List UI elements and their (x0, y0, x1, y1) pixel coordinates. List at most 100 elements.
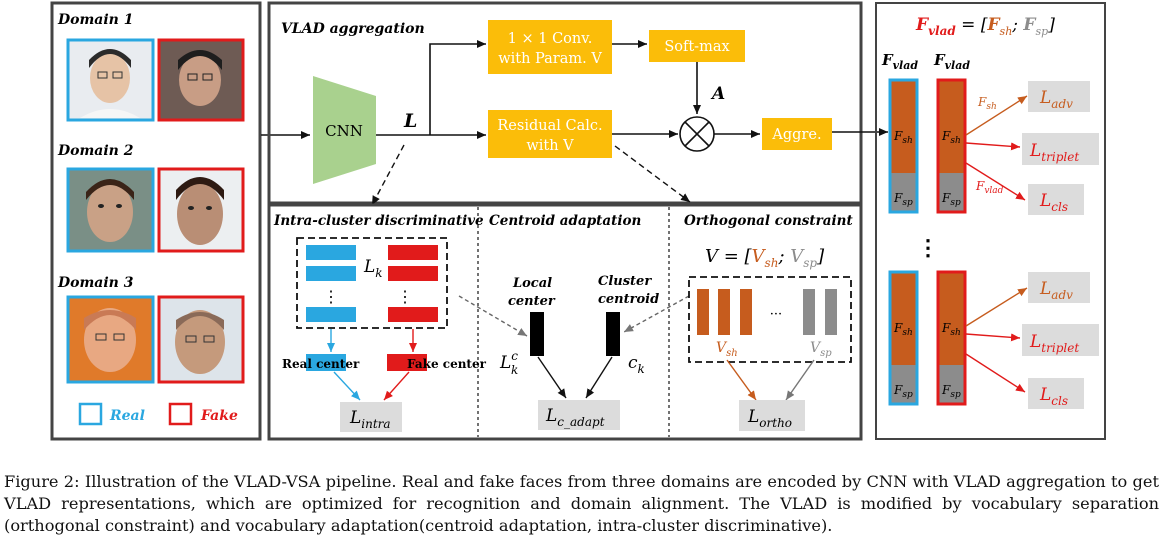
vocabulary-box (688, 276, 852, 363)
V-equation: V = [Vsh; Vsp] (705, 246, 825, 270)
caption-text: Illustration of the VLAD-VSA pipeline. R… (4, 472, 1159, 535)
real-feature-bar-2 (306, 266, 356, 281)
vsp-bar-2 (825, 289, 837, 335)
adv-loss-box-top (1028, 81, 1090, 112)
legend-fake-swatch (168, 402, 193, 426)
legend-fake-label: Fake (200, 408, 238, 424)
adv-loss-box-bottom (1028, 272, 1090, 303)
real-fvlad-bar-bottom (888, 270, 919, 406)
domain-1-fake-face (157, 38, 245, 122)
intra-loss-label: Lintra (349, 408, 391, 431)
fvlad-to-cls-arrow-top (965, 162, 1026, 201)
intra-cluster-box (296, 237, 448, 329)
real-fsp-label-top: Fsp (893, 191, 913, 208)
fsh-to-adv-arrow-bottom (965, 287, 1028, 327)
vsp-bar-1 (803, 289, 815, 335)
vsh-bar-3 (740, 289, 752, 335)
residual-line2: with V (526, 138, 574, 154)
domain-2-real-face (66, 167, 155, 253)
intra-title: Intra-cluster discriminative (273, 213, 484, 229)
vlad-panel (267, 1, 863, 205)
fake-fsh-label-top: Fsh (941, 129, 961, 146)
fake-center-bar (387, 354, 427, 371)
pipeline-diagram: Domain 1 Domain 2 Domain 3 (50, 1, 1106, 441)
adv-loss-label-top: Ladv (1039, 88, 1073, 111)
to-triplet-arrow-top (965, 142, 1021, 151)
fvlad-equation: Fvlad = [Fsh; Fsp] (915, 15, 1055, 38)
fake-fsp-label-bottom: Fsp (941, 383, 961, 400)
real-fvlad-bar-top (888, 78, 919, 214)
vsh-to-ortho-arrow (726, 359, 757, 401)
fake-feature-bar-2 (388, 266, 438, 281)
domain-3-real-face (66, 295, 155, 384)
real-feature-bar-1 (306, 245, 356, 260)
real-fsp-label-bottom: Fsp (893, 383, 913, 400)
cls-loss-label-bottom: Lcls (1039, 385, 1068, 408)
domain-2-fake-face (157, 167, 245, 253)
softmax-label: Soft-max (664, 39, 729, 55)
fake-fsp-label-top: Fsp (941, 191, 961, 208)
cnn-trapezoid (313, 76, 376, 184)
to-intra-dashed-arrow (371, 144, 405, 206)
domain-2-label: Domain 2 (57, 143, 134, 159)
vsp-to-ortho-arrow (785, 359, 815, 401)
ortho-loss-label: Lortho (747, 407, 792, 430)
adapt-loss-box (538, 400, 620, 430)
features-panel (875, 2, 1106, 440)
triplet-loss-label-bottom: Ltriplet (1029, 332, 1079, 355)
fake-dots: ⋮ (397, 287, 413, 306)
legend-real-swatch (78, 402, 103, 426)
A-label: A (710, 84, 725, 104)
legend-real-label: Real (109, 408, 145, 424)
cnn-label: CNN (325, 122, 363, 140)
adv-loss-label-bottom: Ladv (1039, 279, 1073, 302)
domain-1-real-face (66, 38, 155, 122)
caption-lead: Figure 2: (4, 472, 80, 491)
arrow-fsh-label-top: Fsh (977, 95, 997, 112)
ortho-to-centroid-dashed (623, 295, 690, 333)
fake-feature-bar-1 (388, 245, 438, 260)
vlad-title: VLAD aggregation (281, 21, 425, 37)
triplet-loss-label-top: Ltriplet (1029, 141, 1079, 164)
domains-panel (50, 1, 262, 441)
vsh-bar-1 (697, 289, 709, 335)
vsp-label: Vsp (810, 340, 832, 359)
arrow-fvlad-label-top: Fvlad (975, 179, 1004, 196)
L-to-conv-arrow (429, 40, 486, 135)
to-ortho-dashed-arrow (614, 145, 691, 203)
L-label: L (403, 110, 417, 132)
cls-loss-box-top (1028, 184, 1084, 215)
real-center-bar (306, 354, 346, 371)
cluster-centroid-line1: Cluster (598, 274, 652, 289)
cls-loss-label-top: Lcls (1039, 191, 1068, 214)
local-to-adapt-loss-arrow (537, 356, 567, 399)
local-center-bar (530, 312, 544, 356)
fake-fsh-label-bottom: Fsh (941, 321, 961, 338)
conv-line1: 1 × 1 Conv. (508, 31, 593, 47)
intra-to-local-center-dashed (458, 295, 528, 337)
vsh-bar-2 (718, 289, 730, 335)
local-center-line1: Local (512, 276, 552, 291)
ortho-title: Orthogonal constraint (684, 213, 853, 229)
fake-center-label: Fake center (407, 357, 487, 371)
constraints-panel (267, 203, 863, 441)
centroid-to-adapt-loss-arrow (585, 356, 613, 399)
intra-loss-box (340, 402, 402, 432)
cls-loss-box-bottom (1028, 378, 1084, 409)
cluster-centroid-line2: centroid (598, 292, 659, 307)
adapt-loss-label: Lc_adapt (545, 406, 605, 429)
real-dots: ⋮ (323, 287, 339, 306)
softmax-box (649, 30, 745, 62)
real-center-to-loss-arrow (333, 371, 361, 401)
fake-center-to-loss-arrow (383, 371, 410, 401)
fvlad-col-real-label: Fvlad (881, 51, 918, 72)
real-feature-bar-3 (306, 307, 356, 322)
fsh-to-adv-arrow-top (965, 95, 1028, 136)
centroid-title: Centroid adaptation (489, 213, 641, 229)
domain-3-fake-face (157, 295, 245, 384)
conv-box (488, 20, 612, 74)
triplet-loss-box-bottom (1022, 324, 1099, 356)
real-fsh-label-bottom: Fsh (893, 321, 913, 338)
residual-box (488, 110, 612, 158)
